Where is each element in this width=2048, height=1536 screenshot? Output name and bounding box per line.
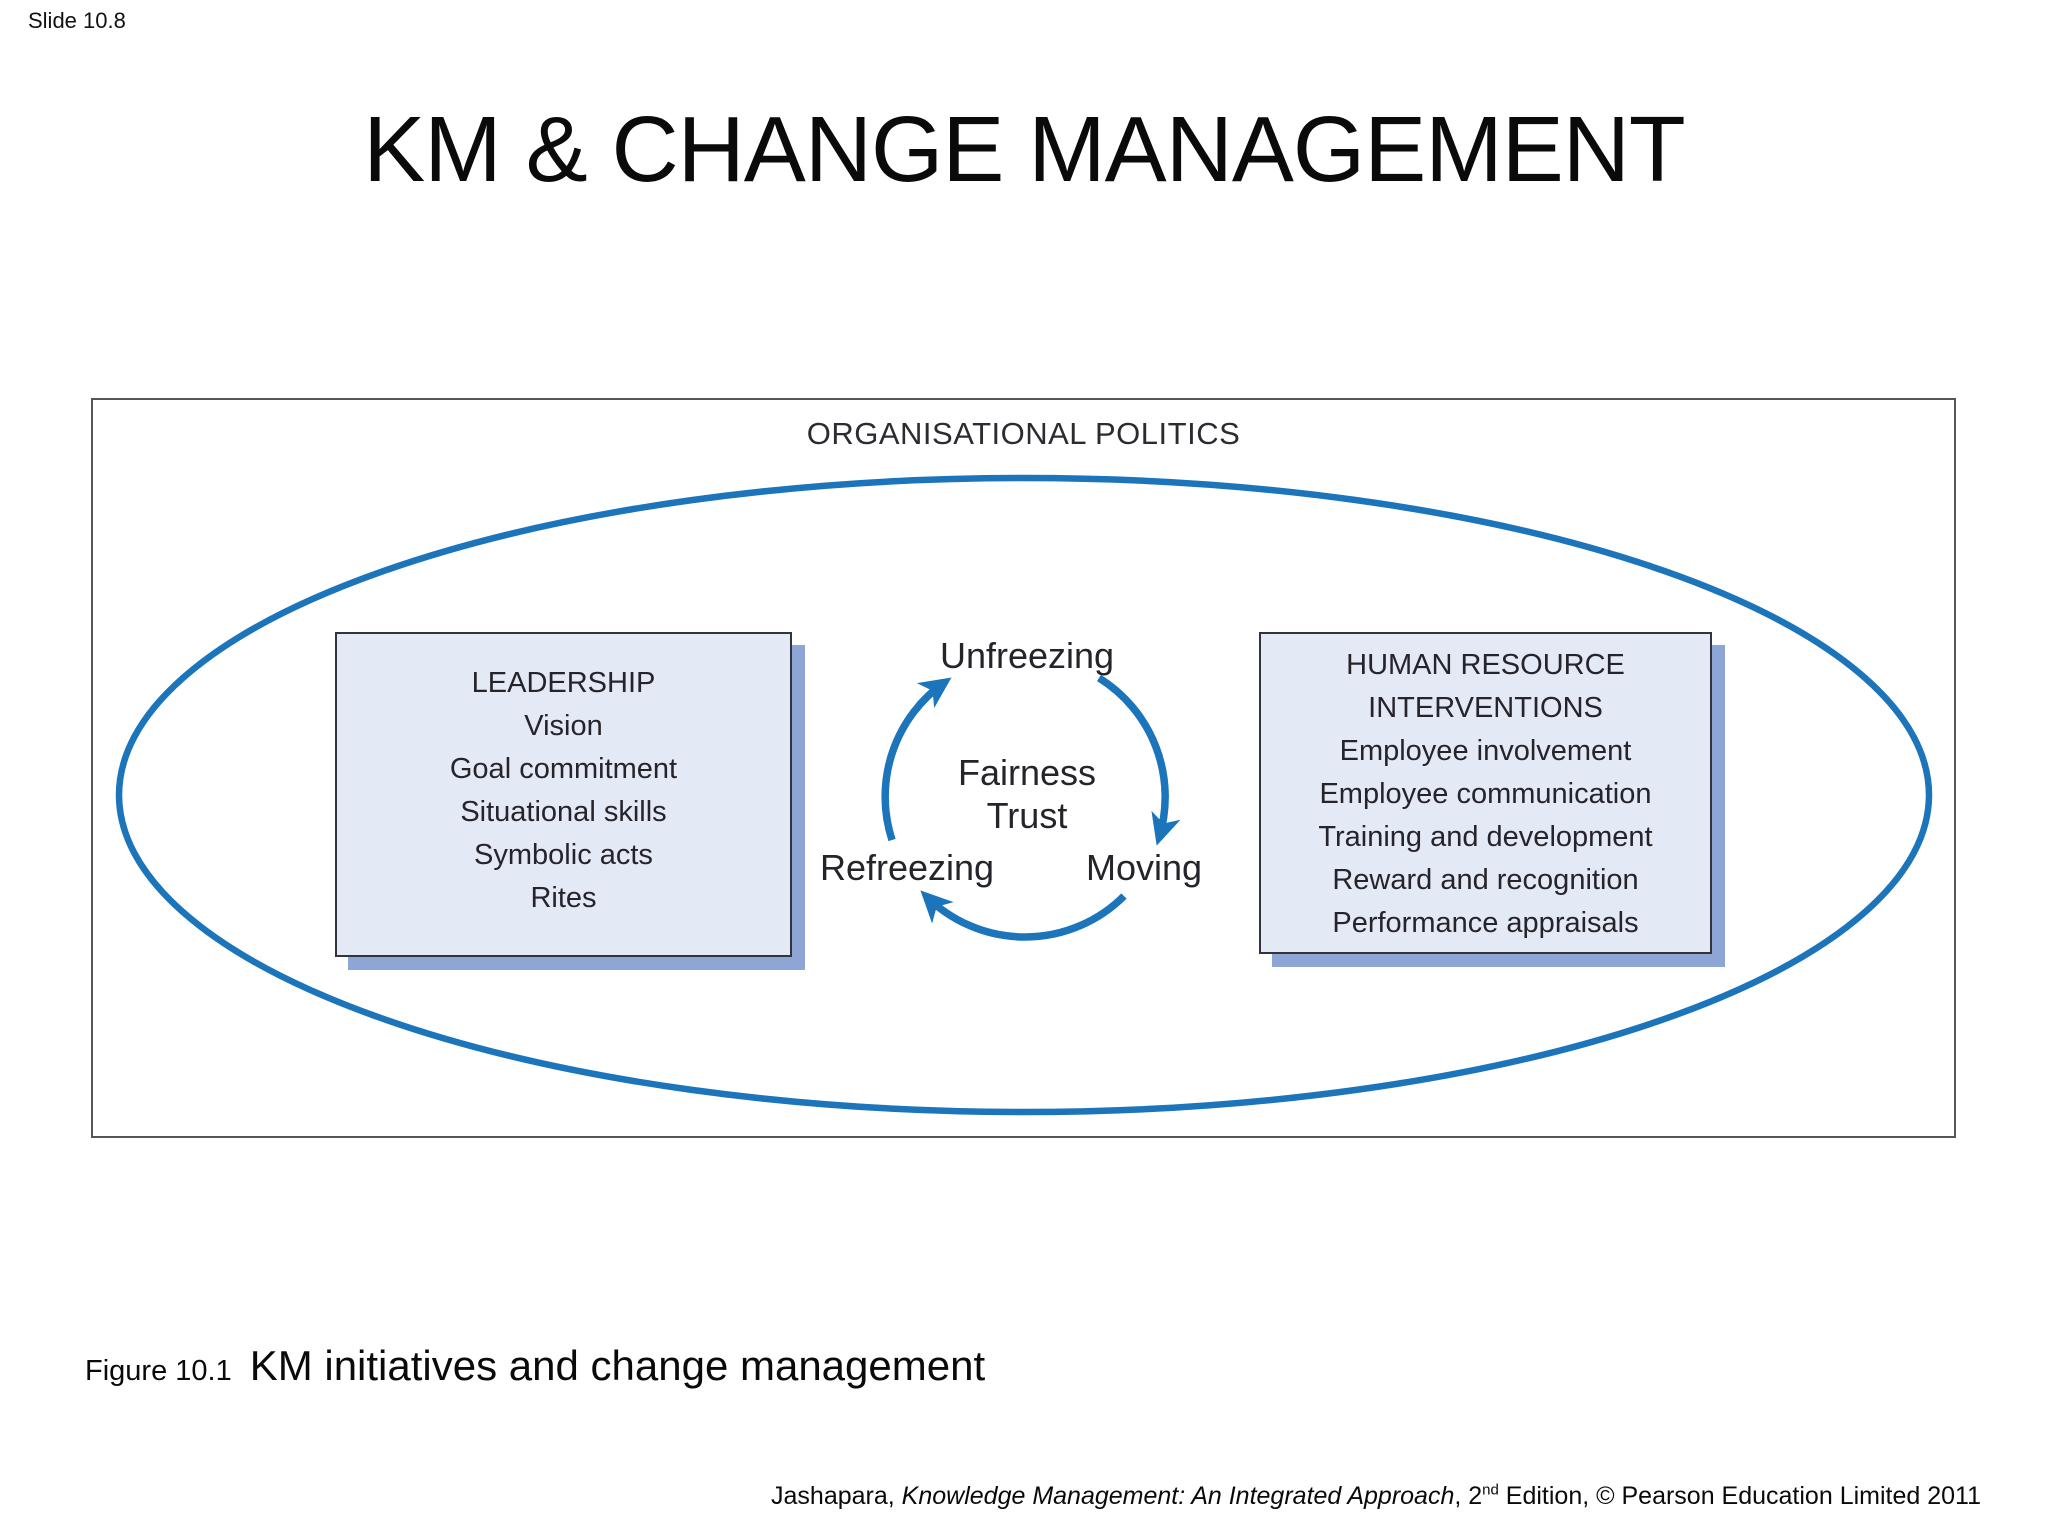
leadership-item: Vision <box>524 710 603 742</box>
leadership-box-title: LEADERSHIP <box>471 667 656 699</box>
cycle-arrow-moving-to-refreezing <box>920 890 1127 941</box>
leadership-item: Rites <box>530 882 597 914</box>
copyright-attribution: Jashapara, Knowledge Management: An Inte… <box>771 1482 1981 1511</box>
cycle-label-refreezing: Refreezing <box>819 847 995 888</box>
organisational-politics-ellipse <box>115 474 1933 1116</box>
cycle-label-moving: Moving <box>1085 847 1203 888</box>
cycle-center-fairness: Fairness <box>957 752 1097 793</box>
hr-box-title-line2: INTERVENTIONS <box>1368 692 1603 724</box>
figure-frame: ORGANISATIONAL POLITICS LEADERSHIP Visio… <box>91 398 1956 1138</box>
hr-box-title-line1: HUMAN RESOURCE <box>1346 649 1625 681</box>
slide-number-label: Slide 10.8 <box>28 8 126 33</box>
cycle-center-trust: Trust <box>986 795 1068 836</box>
slide-title: KM & CHANGE MANAGEMENT <box>363 97 1685 201</box>
leadership-item: Goal commitment <box>449 753 678 785</box>
hr-interventions-box: HUMAN RESOURCE INTERVENTIONS Employee in… <box>1259 632 1712 954</box>
hr-item: Performance appraisals <box>1332 907 1639 939</box>
attribution-edition-number: , 2 <box>1454 1482 1483 1510</box>
attribution-publisher: Edition, © Pearson Education Limited 201… <box>1498 1482 1981 1510</box>
leadership-item: Situational skills <box>460 796 667 828</box>
leadership-item: Symbolic acts <box>474 839 653 871</box>
cycle-center-values: Fairness Trust <box>897 751 1157 837</box>
figure-caption-number: Figure 10.1 <box>85 1355 232 1387</box>
cycle-arrow-unfreezing-to-moving <box>1097 674 1181 846</box>
figure-caption-text: KM initiatives and change management <box>249 1342 986 1389</box>
cycle-label-unfreezing: Unfreezing <box>939 635 1115 676</box>
diagram-canvas <box>115 474 1933 1116</box>
hr-item: Employee involvement <box>1339 735 1632 767</box>
figure-caption: Figure 10.1 KM initiatives and change ma… <box>85 1342 985 1390</box>
leadership-box: LEADERSHIP Vision Goal commitment Situat… <box>335 632 792 957</box>
cycle-arrow-refreezing-to-unfreezing <box>881 677 952 842</box>
hr-item: Training and development <box>1318 821 1653 853</box>
attribution-book-title: Knowledge Management: An Integrated Appr… <box>901 1482 1455 1510</box>
organisational-politics-label: ORGANISATIONAL POLITICS <box>806 416 1241 451</box>
hr-item: Reward and recognition <box>1332 864 1639 896</box>
hr-item: Employee communication <box>1319 778 1652 810</box>
attribution-author: Jashapara, <box>771 1482 902 1510</box>
attribution-edition-ordinal: nd <box>1482 1481 1499 1499</box>
